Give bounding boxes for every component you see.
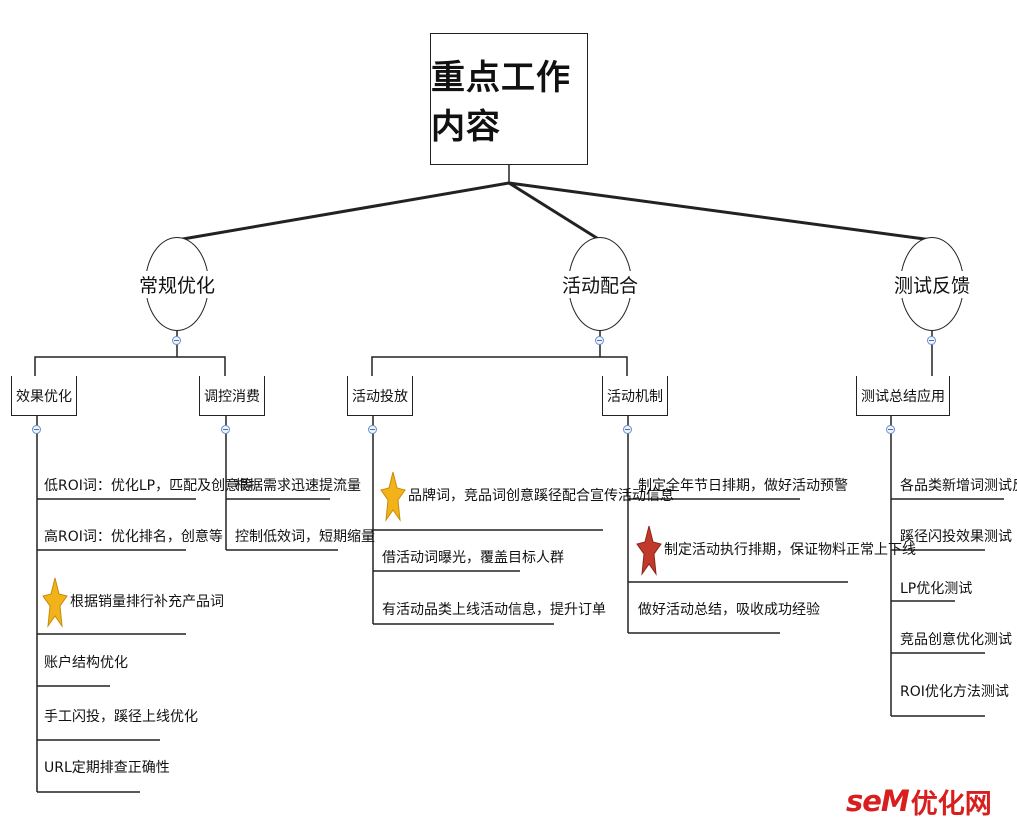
collapse-toggle[interactable] (886, 425, 895, 434)
subtopic-label: 活动投放 (352, 388, 408, 405)
connector-line (176, 181, 510, 242)
leaf-text: 借活动词曝光，覆盖目标人群 (382, 550, 564, 566)
leaf-item[interactable]: LP优化测试 (900, 576, 972, 602)
leaf-item[interactable]: 做好活动总结，吸收成功经验 (638, 597, 820, 623)
connector-line (508, 181, 601, 242)
collapse-toggle[interactable] (32, 425, 41, 434)
leaf-text: 账户结构优化 (44, 655, 128, 671)
collapse-toggle[interactable] (927, 336, 936, 345)
leaf-item[interactable]: 品牌词，竞品词创意蹊径配合宣传活动信息 (380, 470, 674, 522)
leaf-item[interactable]: 手工闪投，蹊径上线优化 (44, 704, 198, 730)
connector-line (34, 356, 226, 376)
gold-star-icon (380, 471, 406, 522)
leaf-text: 品牌词，竞品词创意蹊径配合宣传活动信息 (408, 488, 674, 504)
leaf-item[interactable]: 制定活动执行排期，保证物料正常上下线 (636, 524, 916, 576)
leaf-text: 根据销量排行补充产品词 (70, 594, 224, 610)
subtopic-label: 调控消费 (204, 388, 260, 405)
collapse-toggle[interactable] (595, 336, 604, 345)
leaf-item[interactable]: 有活动品类上线活动信息，提升订单 (382, 597, 606, 623)
collapse-toggle[interactable] (172, 336, 181, 345)
leaf-text: 各品类新增词测试反馈 (900, 478, 1017, 494)
leaf-text: 制定全年节日排期，做好活动预警 (638, 478, 848, 494)
collapse-toggle[interactable] (368, 425, 377, 434)
leaf-item[interactable]: 制定全年节日排期，做好活动预警 (638, 473, 848, 499)
logo-suffix: 优化网 (910, 788, 992, 820)
leaf-text: ROI优化方法测试 (900, 684, 1009, 700)
leaf-item[interactable]: 高ROI词：优化排名，创意等 (44, 524, 223, 550)
leaf-text: 制定活动执行排期，保证物料正常上下线 (664, 542, 916, 558)
subtopic-activity-delivery[interactable]: 活动投放 (347, 376, 413, 416)
leaf-item[interactable]: 竞品创意优化测试 (900, 627, 1012, 653)
branch-activity-cooperation[interactable]: 活动配合 (561, 237, 640, 331)
leaf-item[interactable]: 蹊径闪投效果测试 (900, 524, 1012, 550)
leaf-text: 手工闪投，蹊径上线优化 (44, 709, 198, 725)
collapse-toggle[interactable] (221, 425, 230, 434)
leaf-text: 蹊径闪投效果测试 (900, 529, 1012, 545)
subtopic-label: 效果优化 (16, 388, 72, 405)
leaf-item[interactable]: 各品类新增词测试反馈 (900, 473, 1017, 499)
connector-line (371, 356, 628, 376)
leaf-text: URL定期排查正确性 (44, 760, 170, 776)
subtopic-label: 测试总结应用 (861, 388, 945, 405)
leaf-text: 控制低效词，短期缩量 (235, 529, 375, 545)
leaf-text: 竞品创意优化测试 (900, 632, 1012, 648)
leaf-item[interactable]: 低ROI词：优化LP，匹配及创意等 (44, 473, 253, 499)
branch-test-feedback[interactable]: 测试反馈 (893, 237, 972, 331)
gold-star-icon (42, 577, 68, 628)
subtopic-label: 活动机制 (607, 388, 663, 405)
leaf-item[interactable]: 借活动词曝光，覆盖目标人群 (382, 545, 564, 571)
leaf-item[interactable]: 控制低效词，短期缩量 (235, 524, 375, 550)
collapse-toggle[interactable] (623, 425, 632, 434)
leaf-text: 有活动品类上线活动信息，提升订单 (382, 602, 606, 618)
branch-label: 常规优化 (138, 270, 217, 298)
leaf-item[interactable]: URL定期排查正确性 (44, 755, 170, 781)
leaf-text: 做好活动总结，吸收成功经验 (638, 602, 820, 618)
subtopic-spend-control[interactable]: 调控消费 (199, 376, 265, 416)
red-star-icon (636, 525, 662, 576)
leaf-item[interactable]: 账户结构优化 (44, 650, 128, 676)
leaf-text: 高ROI词：优化排名，创意等 (44, 529, 223, 545)
leaf-text: 根据需求迅速提流量 (235, 478, 361, 494)
branch-label: 测试反馈 (893, 270, 972, 298)
connector-line (508, 181, 933, 242)
logo-brand: seM (846, 784, 910, 818)
leaf-text: 低ROI词：优化LP，匹配及创意等 (44, 478, 254, 494)
root-title: 重点工作内容 (431, 58, 571, 147)
root-topic[interactable]: 重点工作内容 (430, 33, 588, 165)
leaf-item[interactable]: 根据需求迅速提流量 (235, 473, 361, 499)
subtopic-activity-mechanism[interactable]: 活动机制 (602, 376, 668, 416)
leaf-item[interactable]: 根据销量排行补充产品词 (42, 576, 224, 628)
subtopic-test-summary[interactable]: 测试总结应用 (856, 376, 950, 416)
leaf-text: LP优化测试 (900, 581, 973, 597)
branch-regular-optimization[interactable]: 常规优化 (138, 237, 217, 331)
branch-label: 活动配合 (561, 270, 640, 298)
leaf-item[interactable]: ROI优化方法测试 (900, 679, 1009, 705)
subtopic-effect-optimization[interactable]: 效果优化 (11, 376, 77, 416)
sem-logo: seM 优化网 (846, 783, 992, 820)
